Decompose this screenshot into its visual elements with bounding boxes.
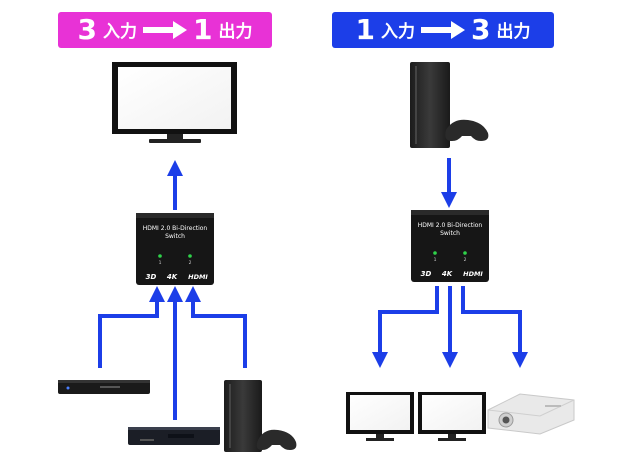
right-banner-in-count: 1 bbox=[355, 13, 375, 46]
monitor-2-icon bbox=[418, 392, 486, 441]
output-arrows-right bbox=[372, 286, 528, 368]
switch-title-line1: HDMI 2.0 Bi-Direction bbox=[143, 225, 208, 232]
badge-3d: 3D bbox=[146, 273, 157, 281]
hdmi-switch-left: HDMI 2.0 Bi-Direction Switch 1 2 3D 4K H… bbox=[136, 213, 214, 285]
badge-hdmi: HDMI bbox=[188, 273, 208, 281]
left-banner-in-label: 入力 bbox=[103, 21, 137, 42]
right-banner-out-label: 出力 bbox=[496, 21, 531, 42]
left-banner: 3 入力 1 出力 bbox=[58, 12, 272, 48]
game-console-right-icon bbox=[410, 62, 489, 148]
projector-icon bbox=[487, 393, 575, 435]
badge-4k: 4K bbox=[167, 273, 178, 281]
left-banner-in-count: 3 bbox=[77, 13, 97, 46]
input-arrows-left bbox=[98, 286, 247, 420]
badge-3d: 3D bbox=[421, 270, 432, 278]
port-label-1: 1 bbox=[434, 257, 437, 263]
badge-hdmi: HDMI bbox=[463, 270, 483, 278]
badge-4k: 4K bbox=[442, 270, 453, 278]
left-banner-out-label: 出力 bbox=[218, 21, 253, 42]
right-banner: 1 入力 3 出力 bbox=[332, 12, 554, 48]
gamepad-icon bbox=[445, 119, 489, 141]
switch-title-line2: Switch bbox=[440, 230, 460, 237]
monitor-1-icon bbox=[346, 392, 414, 441]
port-label-2: 2 bbox=[189, 260, 192, 266]
bluray-recorder-icon bbox=[128, 427, 220, 445]
port-label-1: 1 bbox=[159, 260, 162, 266]
right-arrow-icon bbox=[421, 21, 465, 39]
gamepad-icon bbox=[256, 429, 297, 450]
port-led-2 bbox=[188, 254, 192, 258]
tv-monitor-icon bbox=[112, 62, 237, 143]
game-console-left-icon bbox=[224, 380, 297, 452]
switch-title-line2: Switch bbox=[165, 233, 185, 240]
hdmi-switch-right: HDMI 2.0 Bi-Direction Switch 1 2 3D 4K H… bbox=[411, 210, 489, 282]
switch-title-line1: HDMI 2.0 Bi-Direction bbox=[418, 222, 483, 229]
right-banner-out-count: 3 bbox=[471, 13, 491, 46]
bluray-player-icon bbox=[58, 380, 150, 394]
port-led-2 bbox=[463, 251, 467, 255]
port-led-1 bbox=[158, 254, 162, 258]
left-banner-out-count: 1 bbox=[193, 13, 213, 46]
port-led-1 bbox=[433, 251, 437, 255]
right-banner-in-label: 入力 bbox=[381, 21, 415, 42]
right-arrow-icon bbox=[143, 21, 187, 39]
port-label-2: 2 bbox=[464, 257, 467, 263]
